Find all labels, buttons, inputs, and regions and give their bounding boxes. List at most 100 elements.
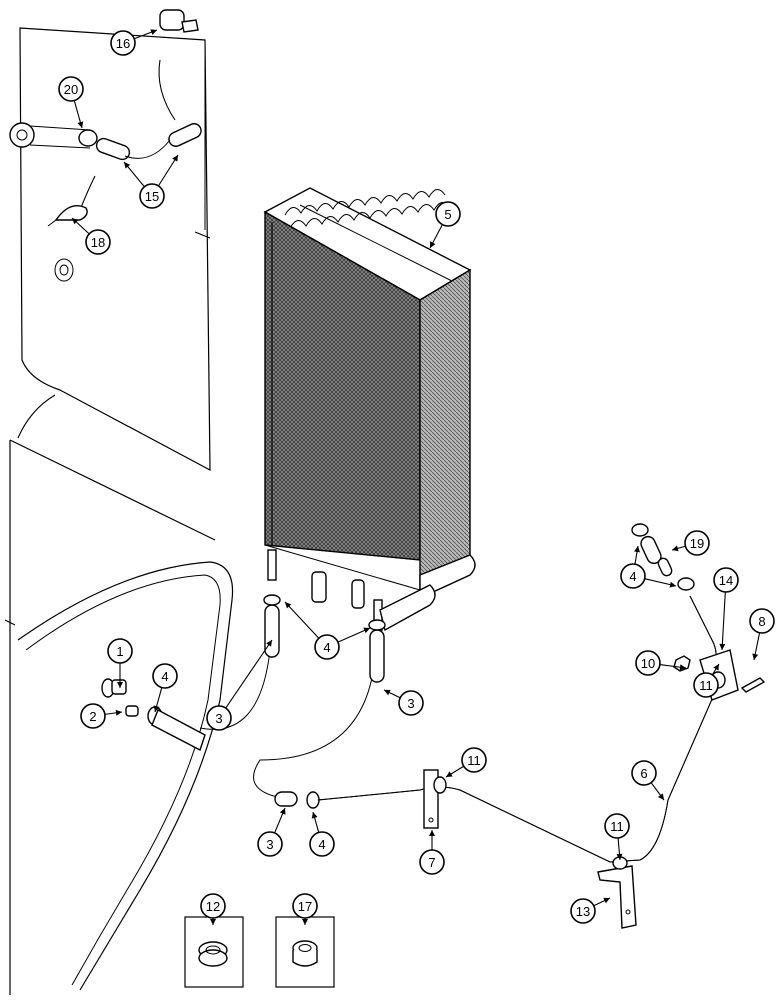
inset-box-17 bbox=[275, 916, 335, 988]
callout-arrowhead bbox=[302, 919, 308, 925]
callout-arrowhead bbox=[658, 793, 664, 800]
callout-arrowhead bbox=[669, 581, 676, 588]
callout-16: 16 bbox=[110, 30, 136, 56]
bracket-14 bbox=[673, 649, 766, 701]
heater-core bbox=[263, 187, 476, 632]
callout-arrowhead bbox=[616, 853, 623, 860]
callout-leader bbox=[157, 154, 179, 187]
callout-circle bbox=[398, 690, 424, 716]
hose-clamp bbox=[263, 594, 281, 606]
hose-segment-lower bbox=[274, 791, 298, 807]
callout-arrowhead bbox=[672, 545, 679, 552]
callout-circle bbox=[85, 229, 111, 255]
callout-arrowhead bbox=[115, 709, 122, 716]
heater-core-coils bbox=[284, 189, 461, 286]
top-left-parts bbox=[9, 9, 202, 227]
callout-circle bbox=[58, 76, 84, 102]
callout-arrowhead bbox=[603, 897, 610, 904]
callout-11: 11 bbox=[604, 813, 630, 839]
hose-right bbox=[253, 639, 377, 799]
callout-arrowhead bbox=[72, 218, 79, 225]
callout-leader bbox=[225, 639, 273, 709]
callout-1: 1 bbox=[107, 638, 133, 664]
callout-18: 18 bbox=[85, 229, 111, 255]
callout-label: 16 bbox=[116, 36, 130, 51]
hose-19-assembly bbox=[631, 523, 695, 591]
callout-label: 14 bbox=[719, 573, 733, 588]
callout-5: 5 bbox=[435, 201, 461, 227]
callout-4: 4 bbox=[152, 663, 178, 689]
callout-arrowhead bbox=[150, 29, 157, 35]
callout-label: 17 bbox=[298, 899, 312, 914]
callout-circle bbox=[635, 650, 661, 676]
callout-circle bbox=[139, 183, 165, 209]
callout-arrowhead bbox=[429, 830, 435, 836]
callout-7: 7 bbox=[419, 849, 445, 875]
callout-leader bbox=[721, 591, 726, 651]
callout-arrowhead bbox=[384, 689, 391, 696]
callout-label: 10 bbox=[641, 656, 655, 671]
callout-8: 8 bbox=[749, 608, 775, 634]
callout-label: 6 bbox=[640, 766, 647, 781]
callout-circle bbox=[107, 638, 133, 664]
callout-label: 19 bbox=[690, 536, 704, 551]
lower-cab-panel bbox=[4, 439, 234, 995]
hose-clamp bbox=[368, 619, 386, 631]
callout-19: 19 bbox=[684, 530, 710, 556]
callout-arrowhead bbox=[285, 602, 292, 609]
callout-4: 4 bbox=[620, 563, 646, 589]
callout-circle bbox=[419, 849, 445, 875]
callout-label: 11 bbox=[699, 678, 713, 693]
callout-4: 4 bbox=[309, 831, 335, 857]
callout-3: 3 bbox=[206, 705, 232, 731]
callout-arrowhead bbox=[153, 705, 160, 712]
callout-circle bbox=[461, 747, 487, 773]
callout-circle bbox=[604, 813, 630, 839]
callout-13: 13 bbox=[570, 898, 596, 924]
callout-arrowhead bbox=[77, 121, 84, 128]
callout-label: 5 bbox=[444, 207, 451, 222]
callout-label: 12 bbox=[206, 899, 220, 914]
callout-circle bbox=[110, 30, 136, 56]
callout-circle bbox=[314, 634, 340, 660]
callout-circle bbox=[309, 831, 335, 857]
callout-arrowhead bbox=[430, 241, 436, 248]
hose-segment-upper-right bbox=[369, 629, 385, 683]
callout-arrowhead bbox=[117, 682, 123, 688]
callout-arrowhead bbox=[446, 771, 453, 777]
callout-6: 6 bbox=[631, 760, 657, 786]
callout-label: 3 bbox=[215, 711, 222, 726]
callout-circle bbox=[631, 760, 657, 786]
callout-leader bbox=[284, 601, 320, 639]
callout-circle bbox=[435, 201, 461, 227]
bracket-13 bbox=[597, 865, 637, 929]
callout-arrowhead bbox=[363, 627, 370, 634]
callout-17: 17 bbox=[292, 893, 318, 919]
callout-circle bbox=[200, 893, 226, 919]
callout-circle bbox=[206, 705, 232, 731]
hose-segment-upper-left bbox=[264, 604, 280, 658]
tube-clip bbox=[433, 776, 447, 794]
callout-circle bbox=[684, 530, 710, 556]
callout-circle bbox=[713, 567, 739, 593]
hose-left bbox=[199, 649, 271, 730]
callout-label: 15 bbox=[145, 189, 159, 204]
callout-label: 11 bbox=[610, 819, 624, 834]
callout-arrowhead bbox=[266, 640, 272, 647]
callout-circle bbox=[257, 831, 283, 857]
callout-12: 12 bbox=[200, 893, 226, 919]
callout-label: 20 bbox=[64, 82, 78, 97]
callout-circle bbox=[620, 563, 646, 589]
callout-11: 11 bbox=[461, 747, 487, 773]
inset-box-12 bbox=[184, 916, 244, 988]
callout-arrowhead bbox=[124, 162, 131, 169]
callout-arrowhead bbox=[172, 155, 178, 162]
callout-arrowhead bbox=[713, 664, 719, 671]
callout-label: 7 bbox=[428, 855, 435, 870]
callout-label: 11 bbox=[467, 753, 481, 768]
callout-label: 18 bbox=[91, 235, 105, 250]
hose-clamp-lower bbox=[306, 791, 320, 809]
callout-arrowhead bbox=[210, 919, 216, 925]
